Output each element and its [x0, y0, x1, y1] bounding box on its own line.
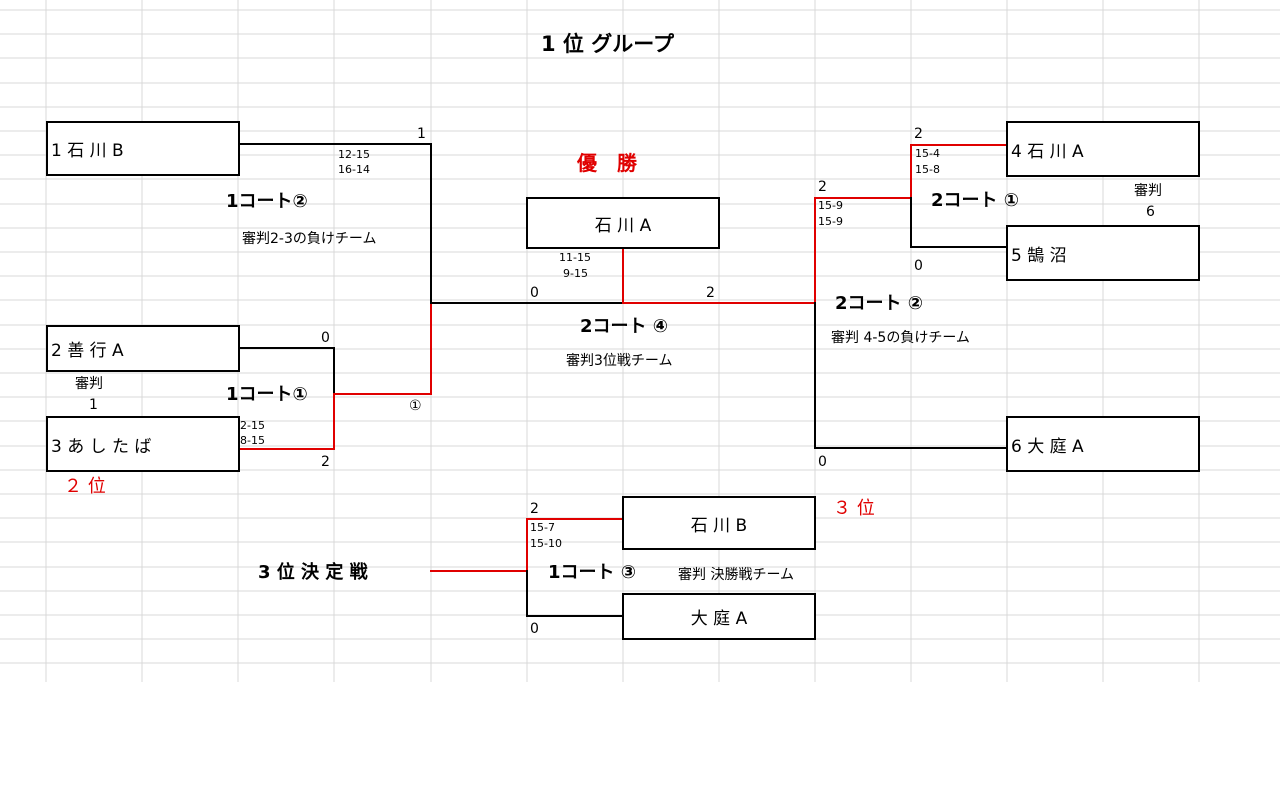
bracket-line-team2 [238, 347, 335, 395]
champion-box: 石 川 A [526, 197, 720, 249]
bracket-line-champion [622, 248, 816, 304]
referee-number: 6 [1146, 204, 1155, 220]
score-label: 0 [914, 258, 923, 274]
referee-number: 1 [89, 397, 98, 413]
team-name: 5 鵠 沼 [1011, 245, 1067, 266]
match-number: ① [409, 398, 422, 414]
bracket-line-team3-win [238, 302, 432, 450]
team-box-1: 1 石 川 B [46, 121, 240, 176]
score-label: 0 [321, 330, 330, 346]
referee-note: 審判 決勝戦チーム [678, 567, 795, 583]
team-name: 大 庭 A [690, 609, 748, 629]
score-label: 0 [530, 285, 539, 301]
set-score: 15-4 [915, 147, 940, 160]
bracket-line-team5 [910, 197, 1008, 248]
team-box-2: 2 善 行 A [46, 325, 240, 372]
set-score: 15-7 [530, 521, 555, 534]
team-name: 1 石 川 B [51, 141, 124, 161]
bracket-line-team6 [814, 302, 1008, 449]
court-label: 1コート② [226, 191, 308, 212]
champion-team: 石 川 A [594, 215, 652, 236]
score-label: 1 [417, 126, 426, 142]
court-label: 2コート ④ [580, 316, 669, 337]
team-name: 4 石 川 A [1011, 141, 1084, 162]
champion-label: 優 勝 [577, 151, 637, 175]
third-team-top: 石 川 B [622, 496, 816, 550]
set-score: 15-8 [915, 163, 940, 176]
referee-note: 審判2-3の負けチーム [242, 231, 377, 247]
referee-label: 審判 [1134, 183, 1162, 199]
score-label: 2 [818, 179, 827, 195]
set-score: 15-9 [818, 199, 843, 212]
bracket-line-third-win [430, 518, 624, 572]
team-name: 6 大 庭 A [1011, 436, 1084, 457]
set-score: 15-10 [530, 537, 562, 550]
court-label: 2コート ① [931, 190, 1020, 211]
place-label: ３ 位 [833, 498, 875, 519]
set-score: 16-14 [338, 163, 370, 176]
set-score: 12-15 [338, 148, 370, 161]
bracket-line-third-lose [526, 570, 624, 617]
third-place-label: 3 位 決 定 戦 [258, 562, 368, 583]
court-label: 1コート① [226, 384, 308, 405]
team-name: 2 善 行 A [51, 341, 124, 361]
team-box-5: 5 鵠 沼 [1006, 225, 1200, 281]
bracket-line-team1 [238, 143, 432, 304]
referee-label: 審判 [75, 376, 103, 392]
set-score: 2-15 [240, 419, 265, 432]
page-title: 1 位 グループ [541, 32, 674, 56]
team-name: 3 あ し た ば [51, 436, 152, 457]
court-label: 1コート ③ [548, 562, 637, 583]
third-team-bottom: 大 庭 A [622, 593, 816, 640]
score-label: 0 [530, 621, 539, 637]
score-label: 2 [914, 126, 923, 142]
referee-note: 審判3位戦チーム [566, 353, 673, 369]
court-label: 2コート ② [835, 293, 924, 314]
team-box-4: 4 石 川 A [1006, 121, 1200, 177]
team-box-3: 3 あ し た ば [46, 416, 240, 472]
score-label: 2 [706, 285, 715, 301]
team-box-6: 6 大 庭 A [1006, 416, 1200, 472]
team-name: 石 川 B [690, 515, 748, 536]
referee-note: 審判 4-5の負けチーム [831, 330, 970, 346]
set-score: 8-15 [240, 434, 265, 447]
set-score: 15-9 [818, 215, 843, 228]
set-score: 9-15 [563, 267, 588, 280]
set-score: 11-15 [559, 251, 591, 264]
score-label: 2 [321, 454, 330, 470]
score-label: 0 [818, 454, 827, 470]
place-label: ２ 位 [64, 476, 106, 497]
score-label: 2 [530, 501, 539, 517]
